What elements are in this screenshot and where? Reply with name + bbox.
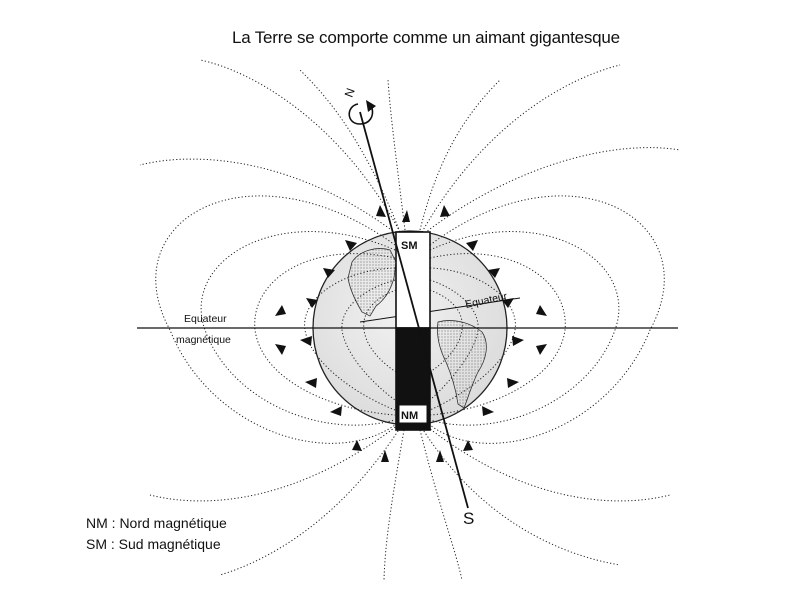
north-america-shape <box>347 248 397 317</box>
magnetic-equator-label-1: Equateur <box>184 313 227 325</box>
nm-label-box <box>398 404 428 424</box>
field-arrows <box>275 205 547 462</box>
north-axis-label: N <box>342 86 358 99</box>
magnetic-equator-label-2: magnétique <box>176 334 231 346</box>
magnet-top-label: SM <box>401 240 418 252</box>
legend-sm: SM : Sud magnétique <box>86 536 221 552</box>
legend: NM : Nord magnétique SM : Sud magnétique <box>86 513 227 555</box>
magnet-bottom-label: NM <box>401 410 418 422</box>
field-lines <box>139 59 681 581</box>
diagram-title: La Terre se comporte comme un aimant gig… <box>232 28 620 47</box>
rotation-arrow-icon <box>348 103 374 125</box>
legend-nm: NM : Nord magnétique <box>86 515 227 531</box>
rotation-axis <box>359 111 469 509</box>
magnet-south-pole-half <box>395 231 431 329</box>
south-axis-label: S <box>463 509 474 528</box>
rotation-arrowhead-icon <box>366 100 376 112</box>
geographic-equator-line <box>359 297 521 323</box>
